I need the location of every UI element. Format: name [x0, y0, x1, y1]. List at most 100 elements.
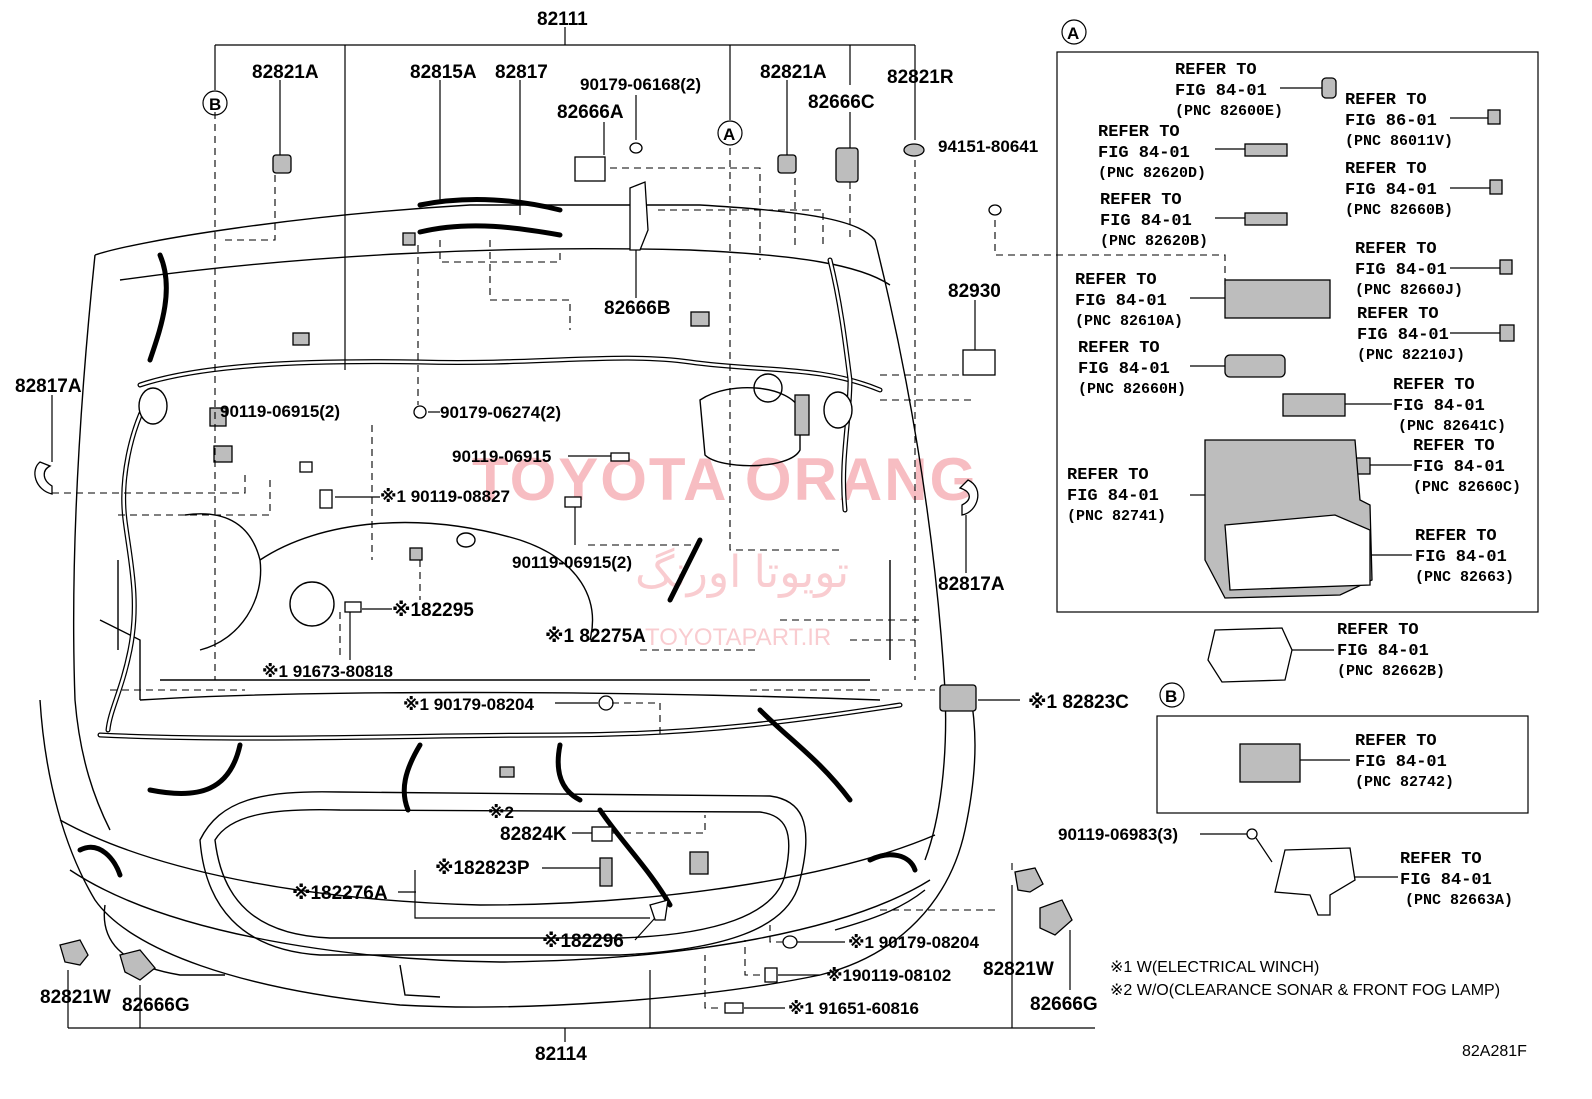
part-82610A-icon — [1224, 279, 1331, 319]
label-90119-08102: ※190119-08102 — [826, 966, 951, 985]
ref-82741-fig: FIG 84-01 — [1067, 487, 1159, 506]
ref-82660B-prefix: REFER TO — [1345, 160, 1427, 179]
clip-82821R-icon — [903, 143, 925, 157]
ref-82641C-prefix: REFER TO — [1393, 376, 1475, 395]
ref-82660C-prefix: REFER TO — [1413, 437, 1495, 456]
notes: ※1 W(ELECTRICAL WINCH) ※2 W/O(CLEARANCE … — [1110, 959, 1527, 1060]
part-86011V-icon — [1487, 109, 1501, 125]
bracket-82296-icon — [649, 899, 669, 921]
part-labels: 82111 82821A 82815A 82817 90179-06168(2)… — [15, 9, 1178, 1065]
label-82821R: 82821R — [887, 67, 954, 88]
label-82114: 82114 — [535, 1044, 587, 1065]
watermark-main: TOYOTA ORANG — [472, 446, 978, 513]
ref-82660J-pnc: (PNC 82660J) — [1355, 282, 1463, 299]
label-82275A: ※1 82275A — [545, 626, 646, 647]
ref-82610A-fig: FIG 84-01 — [1075, 292, 1167, 311]
label-82276A: ※182276A — [292, 883, 388, 904]
label-82296: ※182296 — [542, 931, 624, 952]
ref-86011V-pnc: (PNC 86011V) — [1345, 133, 1453, 150]
inset-a-frame — [1056, 51, 1539, 613]
ref-82663-fig: FIG 84-01 — [1415, 548, 1507, 567]
ref-82662B-pnc: (PNC 82662B) — [1337, 663, 1445, 680]
part-82660B-icon — [1489, 179, 1503, 195]
watermark: TOYOTA ORANG تويوتا اورنگ TOYOTAPART.IR — [472, 446, 978, 651]
grommet-right-icon — [823, 391, 853, 429]
part-82210J-icon — [1499, 324, 1515, 342]
nut-90179-08204-a-icon — [598, 695, 614, 711]
clip-82821A-right-icon — [777, 154, 797, 174]
label-82821A-right: 82821A — [760, 62, 827, 83]
ref-82210J-fig: FIG 84-01 — [1357, 326, 1449, 345]
ref-82660C-fig: FIG 84-01 — [1413, 458, 1505, 477]
label-82666C: 82666C — [808, 92, 875, 113]
label-90179-08204-b: ※1 90179-08204 — [848, 933, 979, 952]
ref-82620B-prefix: REFER TO — [1100, 191, 1182, 210]
ref-82660H-pnc: (PNC 82660H) — [1078, 381, 1186, 398]
label-90119-06983: 90119-06983(3) — [1058, 825, 1178, 844]
bracket-82666B-icon — [629, 181, 649, 251]
nut-90179-06168-icon — [629, 142, 643, 154]
ref-82210J-pnc: (PNC 82210J) — [1357, 347, 1465, 364]
ref-82620B-fig: FIG 84-01 — [1100, 212, 1192, 231]
connector-82823P-b-icon — [689, 851, 709, 875]
label-82821A-left: 82821A — [252, 62, 319, 83]
clip-82821W-right-icon — [1014, 867, 1044, 893]
clip-82817-icon — [402, 232, 416, 246]
ref-82660J-prefix: REFER TO — [1355, 240, 1437, 259]
ref-82660H-fig: FIG 84-01 — [1078, 360, 1170, 379]
ref-82641C-fig: FIG 84-01 — [1393, 397, 1485, 416]
ref-82660B-fig: FIG 84-01 — [1345, 181, 1437, 200]
connector-sonar-icon — [499, 766, 515, 778]
ref-82742-pnc: (PNC 82742) — [1355, 774, 1454, 791]
ref-82741-prefix: REFER TO — [1067, 466, 1149, 485]
note-2: ※2 W/O(CLEARANCE SONAR & FRONT FOG LAMP) — [1110, 982, 1500, 999]
ref-82600E-prefix: REFER TO — [1175, 61, 1257, 80]
connector-center-icon — [690, 311, 710, 327]
connector-left-b-icon — [213, 445, 233, 463]
connector-82295-icon — [409, 547, 423, 561]
connector-82823P-icon — [599, 857, 613, 887]
grommet-left-icon — [138, 387, 168, 425]
part-82742-icon — [1239, 743, 1301, 783]
part-82660H-icon — [1224, 354, 1286, 378]
ref-86011V-prefix: REFER TO — [1345, 91, 1427, 110]
vehicle-outline — [39, 204, 976, 1008]
ref-82620D-pnc: (PNC 82620D) — [1098, 165, 1206, 182]
ref-82600E-fig: FIG 84-01 — [1175, 82, 1267, 101]
label-82666A: 82666A — [557, 102, 624, 123]
connector-82823C-icon — [939, 684, 977, 712]
ref-82660B-pnc: (PNC 82660B) — [1345, 202, 1453, 219]
grommet-94151-icon — [988, 204, 1002, 216]
part-82663A-icon — [1274, 847, 1356, 916]
label-82295: ※182295 — [392, 600, 474, 621]
clip-82821A-left-icon — [272, 154, 292, 174]
label-82823C: ※1 82823C — [1028, 692, 1129, 713]
inset-b-frame — [1156, 715, 1529, 814]
label-90179-06168: 90179-06168(2) — [580, 75, 701, 94]
clip-82666G-left-icon — [119, 949, 156, 981]
ref-82660J-fig: FIG 84-01 — [1355, 261, 1447, 280]
note-1: ※1 W(ELECTRICAL WINCH) — [1110, 959, 1319, 976]
clamp-82817A-right-icon — [958, 479, 979, 516]
label-90119-08827: ※1 90119-08827 — [380, 487, 510, 506]
ref-82641C-pnc: (PNC 82641C) — [1398, 418, 1506, 435]
inset-a: REFER TO FIG 84-01 (PNC 82600E) REFER TO… — [1056, 51, 1539, 613]
part-82620D-icon — [1244, 143, 1288, 157]
part-82663-icon — [1224, 514, 1371, 591]
wire-harnesses — [77, 197, 918, 908]
callout-b-main: B — [209, 95, 221, 114]
bolt-91651-icon — [724, 1002, 744, 1014]
connector-left-a-icon — [209, 407, 227, 427]
label-90119-06915-2b: 90119-06915(2) — [512, 553, 632, 572]
ref-82210J-prefix: REFER TO — [1357, 305, 1439, 324]
diagram-code: 82A281F — [1462, 1043, 1527, 1060]
label-82111: 82111 — [537, 9, 588, 30]
label-star2: ※2 — [488, 803, 514, 822]
ref-82741-pnc: (PNC 82741) — [1067, 508, 1166, 525]
ref-82662B-fig: FIG 84-01 — [1337, 642, 1429, 661]
nut-90179-06274-icon — [413, 405, 427, 419]
label-91651-60816: ※1 91651-60816 — [788, 999, 919, 1018]
ref-82663A-pnc: (PNC 82663A) — [1405, 892, 1513, 909]
callout-a-inset: A — [1067, 24, 1079, 43]
